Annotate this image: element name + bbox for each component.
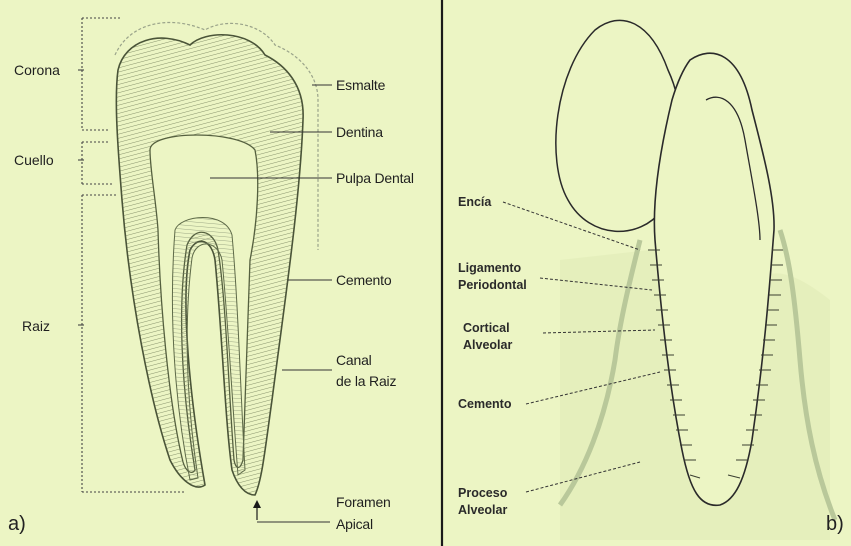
label-cortical-line2: Alveolar: [463, 337, 512, 353]
region-label-cuello: Cuello: [14, 152, 54, 168]
label-cortical-line1: Cortical: [463, 320, 510, 336]
region-label-raiz: Raiz: [22, 318, 50, 334]
label-foramen-line2: Apical: [336, 516, 373, 532]
label-canal-line1: Canal: [336, 352, 372, 368]
region-label-corona: Corona: [14, 62, 60, 78]
label-dentina: Dentina: [336, 124, 383, 140]
label-proceso-line1: Proceso: [458, 485, 507, 501]
label-encia: Encía: [458, 194, 491, 210]
tooth-cross-section: [115, 22, 318, 520]
label-foramen-line1: Foramen: [336, 494, 391, 510]
label-cemento-b: Cemento: [458, 396, 511, 412]
label-proceso-line2: Alveolar: [458, 502, 507, 518]
label-canal-line2: de la Raiz: [336, 373, 396, 389]
panel-letter-a: a): [8, 513, 26, 536]
label-pulpa-dental: Pulpa Dental: [336, 170, 414, 186]
label-esmalte: Esmalte: [336, 77, 385, 93]
incisor-in-socket: [556, 20, 835, 540]
label-ligamento-line2: Periodontal: [458, 277, 527, 293]
label-ligamento-line1: Ligamento: [458, 260, 521, 276]
label-cemento-a: Cemento: [336, 272, 391, 288]
panel-letter-b: b): [826, 513, 844, 536]
